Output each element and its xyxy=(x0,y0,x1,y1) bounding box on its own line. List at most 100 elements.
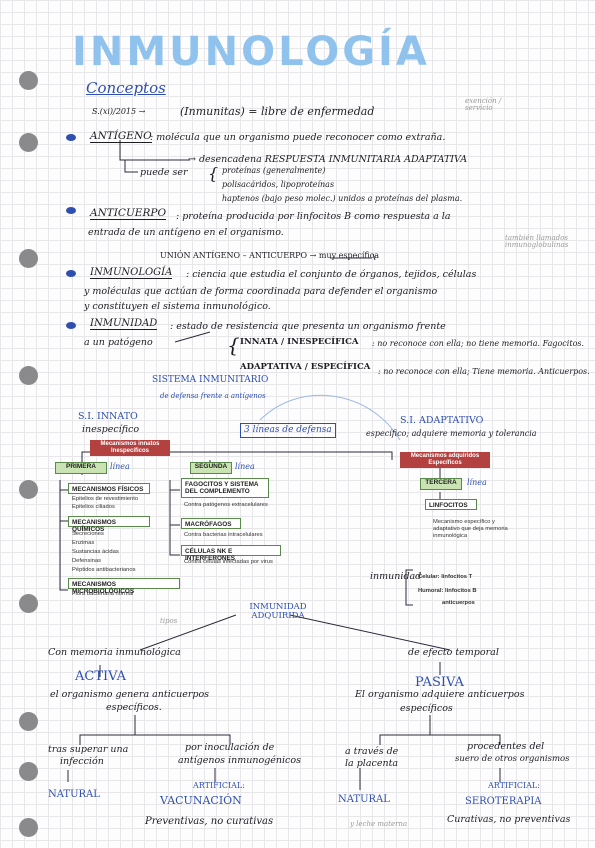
box-mecanismos-microbiologicos: MECANISMOS MICROBIOLÓGICOS xyxy=(68,578,180,595)
def-anticuerpo: : proteína producida por linfocitos B co… xyxy=(176,211,451,222)
list-item: Epitelios de revestimiento xyxy=(72,496,139,502)
binder-hole xyxy=(19,71,38,90)
etymology-side-note: exención / servicio xyxy=(465,97,502,112)
procedentes: procedentes del xyxy=(467,741,545,752)
suero: suero de otros organismos xyxy=(455,754,570,764)
linea-label: línea xyxy=(110,462,130,471)
vacunacion-label: VACUNACIÓN xyxy=(160,794,242,807)
preventivas-note: Preventivas, no curativas xyxy=(145,816,274,827)
list-item: Sustancias ácidas xyxy=(72,549,119,555)
pill-segunda: SEGUNDA xyxy=(190,462,232,474)
binder-hole xyxy=(19,249,38,268)
humoral-label: Humoral: linfocitos B xyxy=(418,588,477,594)
leche-note: y leche materna xyxy=(350,820,408,828)
antigeno-response: → desencadena RESPUESTA INMUNITARIA ADAP… xyxy=(188,154,468,165)
natural-label: NATURAL xyxy=(338,794,390,805)
box-linfocitos: LINFOCITOS xyxy=(425,499,477,510)
tras-superar: tras superar una xyxy=(48,744,129,755)
si-innato-sub: inespecífico xyxy=(82,424,140,435)
artificial-label: ARTIFICIAL: xyxy=(488,781,540,790)
term-inmunidad: INMUNIDAD xyxy=(90,318,158,330)
def-inmunidad: : estado de resistencia que presenta un … xyxy=(170,321,446,332)
section-heading-conceptos: Conceptos xyxy=(86,79,166,97)
header-text: Mecanismos innatos xyxy=(100,441,160,447)
innata-desc: : no reconoce con ella; no tiene memoria… xyxy=(372,339,585,348)
celular-label: Celular: linfocitos T xyxy=(418,574,473,580)
brace: { xyxy=(208,164,219,183)
binder-hole xyxy=(19,480,38,499)
si-adaptativo: S.I. ADAPTATIVO xyxy=(400,415,484,426)
header-text: Mecanismos adquiridos xyxy=(410,453,480,459)
bullet-icon xyxy=(66,270,76,277)
brace: { xyxy=(227,333,240,357)
innata-label: INNATA / INESPECÍFICA xyxy=(240,337,359,347)
def-antigeno: : molécula que un organismo puede recono… xyxy=(150,132,446,143)
tipos-label: tipos xyxy=(160,617,178,625)
box-mecanismos-quimicos: MECANISMOS QUÍMICOS xyxy=(68,516,150,533)
union-note: UNIÓN ANTÍGENO – ANTICUERPO → muy especí… xyxy=(160,251,380,260)
list-item: Flora bacteriana normal xyxy=(72,591,134,597)
term-inmunologia: INMUNOLOGÍA xyxy=(90,267,173,279)
si-innato: S.I. INNATO xyxy=(78,411,138,422)
list-item: Defensinas xyxy=(72,558,102,564)
box-mecanismos-fisicos: MECANISMOS FÍSICOS xyxy=(68,483,150,494)
inmunidad-label: inmunidad xyxy=(370,571,422,582)
artificial-label: ARTIFICIAL: xyxy=(193,781,245,790)
bullet-icon xyxy=(66,207,76,214)
adaptativa-desc: : no reconoce con ella; Tiene memoria. A… xyxy=(378,367,590,376)
box-fagocitos: FAGOCITOS Y SISTEMA DEL COMPLEMENTO xyxy=(181,478,269,498)
term-anticuerpo: ANTICUERPO xyxy=(90,207,167,220)
binder-hole xyxy=(19,594,38,613)
def-inmunidad-cont: a un patógeno xyxy=(84,337,153,348)
adaptativa-label: ADAPTATIVA / ESPECÍFICA xyxy=(240,362,371,372)
anticuerpo-side-note: también llamados inmunoglobulinas xyxy=(505,234,569,249)
sistema-title: SISTEMA INMUNITARIO xyxy=(152,375,269,385)
list-item: Péptidos antibacterianos xyxy=(72,567,136,573)
efecto-temporal: de efecto temporal xyxy=(408,647,499,658)
puede-ser-label: puede ser xyxy=(140,167,188,178)
puede-item: proteínas (generalmente) xyxy=(222,166,326,175)
binder-hole xyxy=(19,712,38,731)
bullet-icon xyxy=(66,322,76,329)
binder-hole xyxy=(19,366,38,385)
si-adaptativo-sub: específico; adquiere memoria y toleranci… xyxy=(366,429,537,438)
page-title: INMUNOLOGÍA xyxy=(72,29,430,75)
binder-hole xyxy=(19,818,38,837)
linea-label: línea xyxy=(467,478,487,487)
header-mecanismos-innatos: Mecanismos innatos Inespecíficos xyxy=(90,440,170,457)
etymology-date: S.(xi)/2015 → xyxy=(92,107,146,116)
a-traves: a través de xyxy=(345,746,399,757)
seroterapia-label: SEROTERAPIA xyxy=(465,796,542,807)
pasiva-desc: El organismo adquiere anticuerpos xyxy=(355,689,525,700)
anticuerpos-label: anticuerpos xyxy=(442,600,475,606)
inmunidad-adquirida-title: INMUNIDAD ADQUIRIDA xyxy=(249,602,307,621)
list-item: Contra células infectadas por virus xyxy=(184,559,273,565)
binder-hole xyxy=(19,133,38,152)
header-subtext: Específicos xyxy=(428,460,462,467)
list-item: Epitelios ciliados xyxy=(72,504,115,510)
con-memoria: Con memoria inmunológica xyxy=(48,647,181,658)
def-inmunologia: : ciencia que estudia el conjunto de órg… xyxy=(186,269,477,280)
natural-label: NATURAL xyxy=(48,789,100,800)
por-inoculacion: por inoculación de xyxy=(185,742,275,753)
tres-lineas: 3 líneas de defensa xyxy=(240,423,336,438)
def-anticuerpo-cont: entrada de un antígeno en el organismo. xyxy=(88,227,284,238)
activa-label: ACTIVA xyxy=(75,669,127,684)
puede-item: haptenos (bajo peso molec.) unidos a pro… xyxy=(222,194,463,203)
infeccion: infección xyxy=(60,756,104,767)
la-placenta: la placenta xyxy=(345,758,399,769)
term-antigeno: ANTÍGENO xyxy=(90,130,152,143)
def-inmunologia-cont: y moléculas que actúan de forma coordina… xyxy=(84,286,438,297)
sistema-subtitle: de defensa frente a antígenos xyxy=(160,392,266,400)
binder-hole xyxy=(19,762,38,781)
pasiva-desc-cont: específicos xyxy=(400,703,453,714)
bullet-icon xyxy=(66,134,76,141)
activa-desc: el organismo genera anticuerpos xyxy=(50,689,210,700)
list-item: Enzimas xyxy=(72,540,95,546)
header-mecanismos-adquiridos: Mecanismos adquiridos Específicos xyxy=(400,452,490,469)
list-item: Secreciones xyxy=(72,531,104,537)
list-item: Contra patógenos extracelulares xyxy=(184,502,268,508)
curativas-note: Curativas, no preventivas xyxy=(447,814,571,825)
box-macrofagos: MACRÓFAGOS xyxy=(181,518,241,529)
